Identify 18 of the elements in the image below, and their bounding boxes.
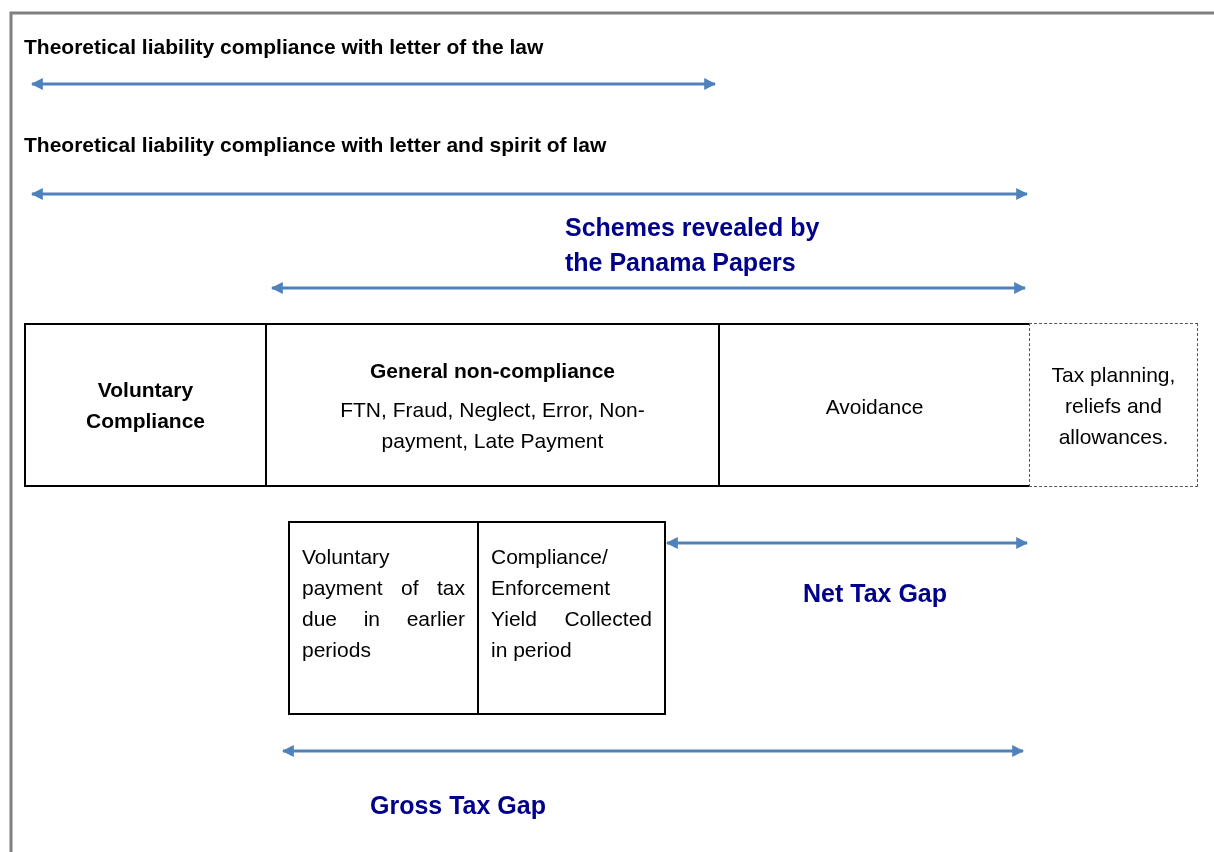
span-label: Schemes revealed by the Panama Papers — [565, 212, 821, 278]
box-label: Compliance/ Enforcement Yield Collected in period — [491, 544, 652, 663]
span-label: Theoretical liability compliance with letter of the law — [24, 34, 544, 60]
category-box — [265, 323, 720, 487]
category-box — [477, 521, 666, 715]
span-label: Net Tax Gap — [802, 578, 948, 609]
category-box — [24, 323, 267, 487]
category-box — [1029, 323, 1198, 487]
box-label: Voluntary Compliance — [85, 377, 206, 434]
span-label: Theoretical liability compliance with letter and spirit of law — [24, 132, 607, 158]
box-label: FTN, Fraud, Neglect, Error, Non-payment, Late Payment — [339, 396, 646, 454]
box-heading: General non-compliance — [369, 357, 616, 384]
span-label: Gross Tax Gap — [370, 790, 546, 821]
category-box — [718, 323, 1031, 487]
box-label: Voluntary payment of tax due in earlier periods — [302, 544, 465, 663]
box-label: Avoidance — [825, 394, 924, 420]
box-label: Tax planning, reliefs and allowances. — [1050, 361, 1177, 450]
category-box — [288, 521, 479, 715]
